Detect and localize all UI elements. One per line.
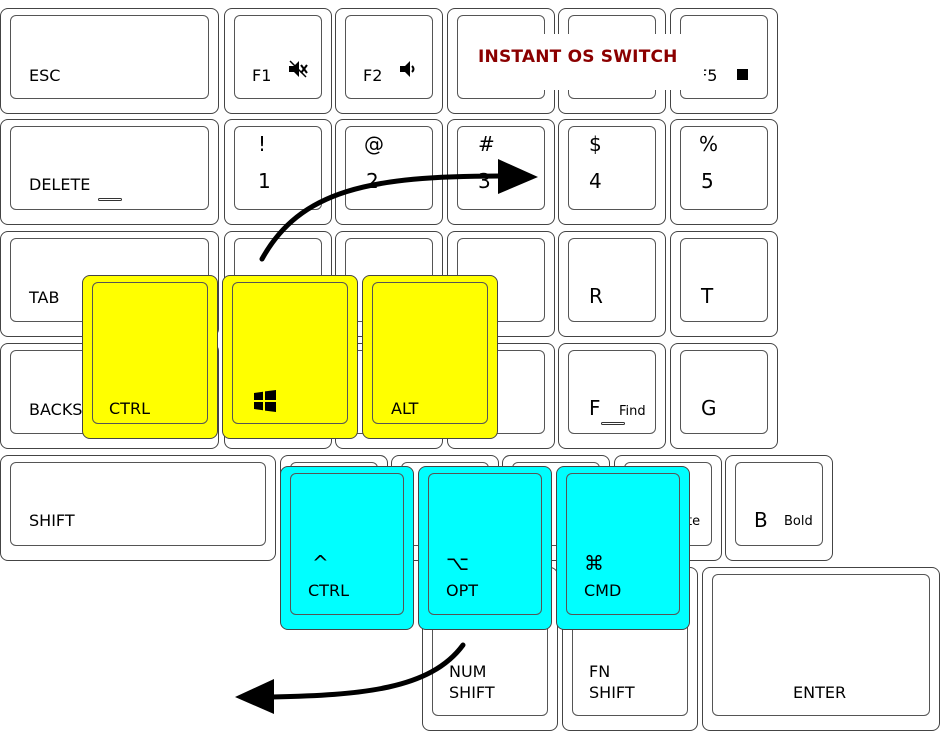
key-4[interactable]: $ 4: [558, 119, 666, 225]
key-1-shift: !: [258, 132, 267, 156]
key-win-alt[interactable]: ALT: [362, 275, 498, 439]
key-f2[interactable]: F2: [335, 8, 443, 114]
key-win-ctrl[interactable]: CTRL: [82, 275, 218, 439]
key-2[interactable]: @ 2: [335, 119, 443, 225]
key-1-main: 1: [258, 169, 271, 193]
key-mac-cmd[interactable]: ⌘ CMD: [556, 466, 690, 630]
key-f1[interactable]: F1: [224, 8, 332, 114]
key-5-main: 5: [701, 169, 714, 193]
key-shift-label: SHIFT: [29, 511, 75, 530]
key-r-label: R: [589, 284, 603, 308]
key-delete-label: DELETE: [29, 175, 91, 194]
key-win-ctrl-label: CTRL: [109, 399, 150, 418]
key-f[interactable]: F Find: [558, 343, 666, 449]
key-fn-shift-label: SHIFT: [589, 683, 635, 702]
key-shift[interactable]: SHIFT: [0, 455, 276, 561]
delete-underline: [98, 198, 122, 201]
key-b-label: B: [754, 508, 768, 532]
key-g-label: G: [701, 396, 717, 420]
key-esc-label: ESC: [29, 66, 61, 85]
key-fn-label: FN: [589, 662, 611, 681]
key-4-shift: $: [589, 132, 602, 156]
key-enter[interactable]: ENTER: [702, 567, 940, 731]
key-b-bold: Bold: [784, 514, 813, 529]
key-win-alt-label: ALT: [391, 399, 419, 418]
callout-text: INSTANT OS SWITCH: [478, 47, 678, 67]
windows-logo-icon: [254, 390, 276, 412]
key-f5[interactable]: F5: [670, 8, 778, 114]
key-t-label: T: [701, 284, 714, 308]
key-3[interactable]: # 3: [447, 119, 555, 225]
key-f-find: Find: [619, 404, 646, 419]
key-1[interactable]: ! 1: [224, 119, 332, 225]
key-f-label: F: [589, 396, 601, 420]
key-num-shift-label: SHIFT: [449, 683, 495, 702]
key-mac-ctrl-symbol: ^: [312, 551, 329, 575]
key-2-shift: @: [364, 132, 384, 156]
key-mac-cmd-label: CMD: [584, 581, 622, 600]
key-5-shift: %: [699, 132, 719, 156]
key-3-shift: #: [478, 132, 495, 156]
stop-icon: [737, 69, 748, 80]
key-num-label: NUM: [449, 662, 487, 681]
key-2-main: 2: [366, 169, 379, 193]
key-win-logo[interactable]: [222, 275, 358, 439]
key-f2-label: F2: [363, 66, 383, 85]
key-mac-ctrl-label: CTRL: [308, 581, 349, 600]
key-esc[interactable]: ESC: [0, 8, 219, 114]
key-delete[interactable]: DELETE: [0, 119, 219, 225]
find-underline: [601, 422, 625, 425]
key-f1-label: F1: [252, 66, 272, 85]
mute-icon: [289, 60, 308, 78]
key-r[interactable]: R: [558, 231, 666, 337]
key-mac-ctrl[interactable]: ^ CTRL: [280, 466, 414, 630]
key-tab-label: TAB: [29, 288, 60, 307]
key-mac-opt[interactable]: ⌥ OPT: [418, 466, 552, 630]
key-g[interactable]: G: [670, 343, 778, 449]
key-mac-cmd-symbol: ⌘: [584, 551, 604, 575]
key-5[interactable]: % 5: [670, 119, 778, 225]
key-3-main: 3: [478, 169, 491, 193]
key-mac-opt-symbol: ⌥: [446, 551, 470, 575]
volume-icon: [400, 61, 415, 77]
lower-arrow-head: [235, 679, 274, 714]
instant-os-switch-callout: INSTANT OS SWITCH: [462, 34, 704, 90]
key-b[interactable]: B Bold: [725, 455, 833, 561]
key-enter-label: ENTER: [793, 683, 847, 702]
key-4-main: 4: [589, 169, 602, 193]
key-t[interactable]: T: [670, 231, 778, 337]
key-mac-opt-label: OPT: [446, 581, 479, 600]
